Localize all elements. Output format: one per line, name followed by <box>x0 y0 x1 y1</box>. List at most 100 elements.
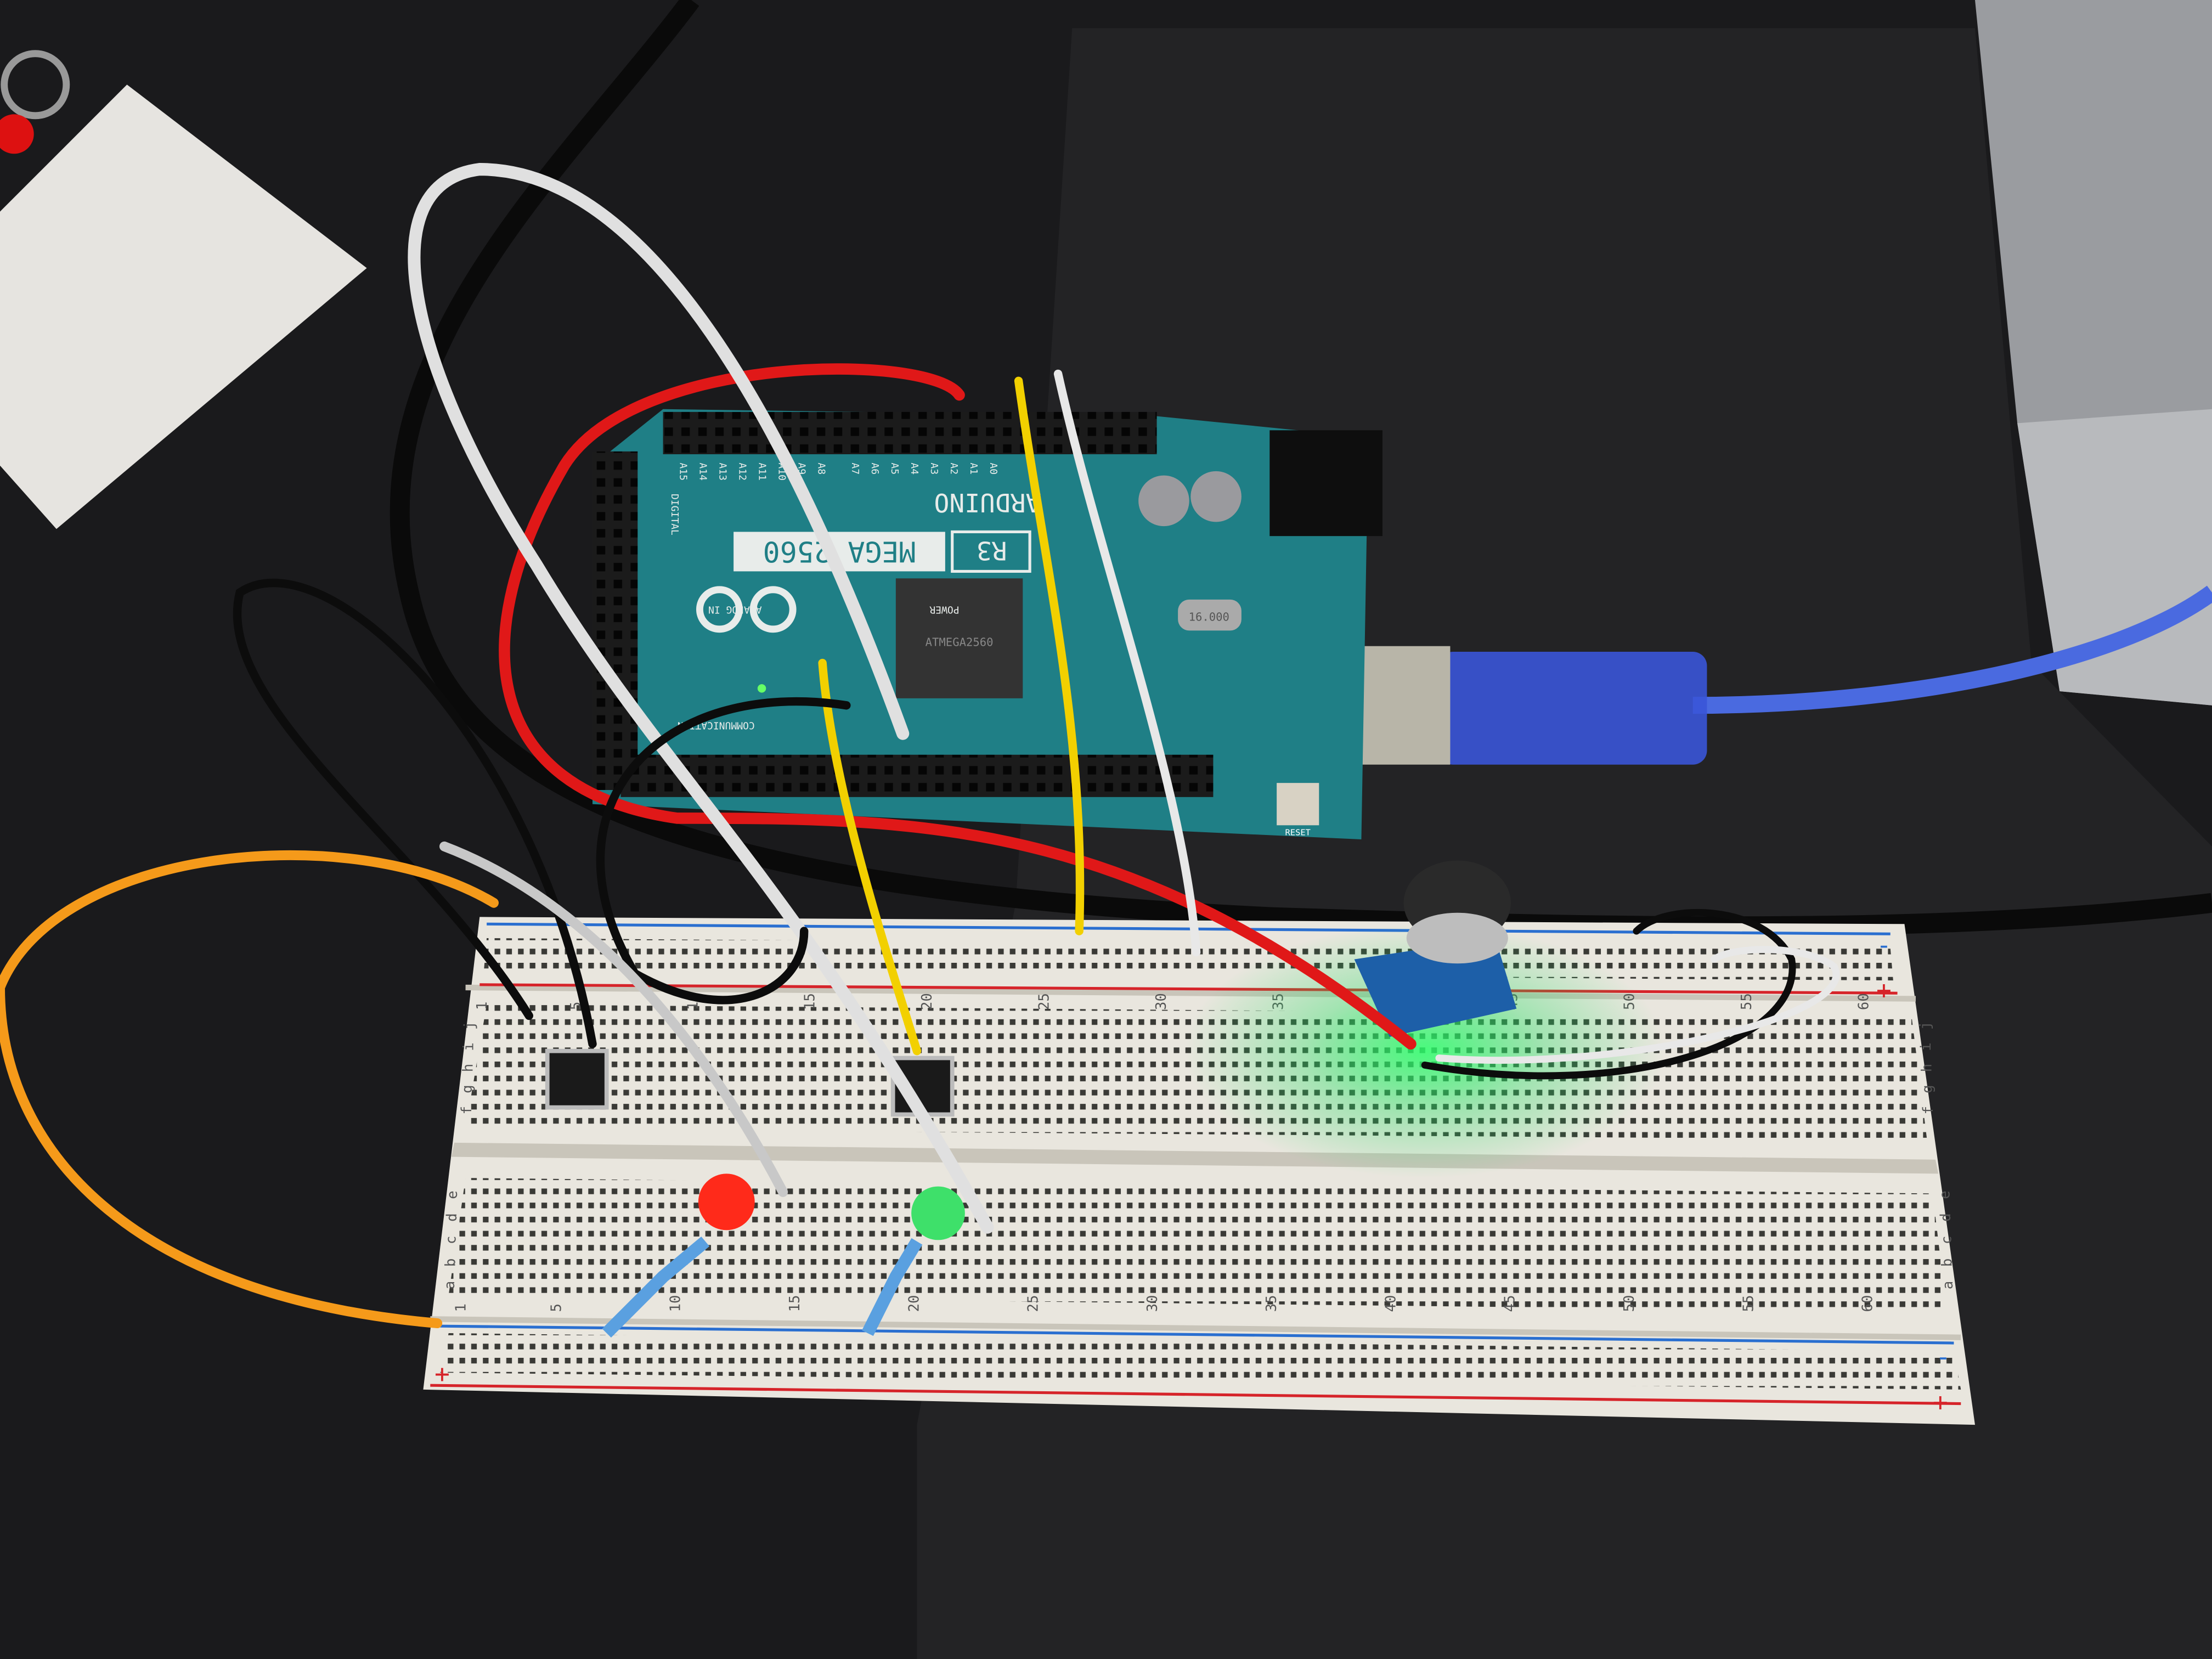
column-number: 5 <box>548 1304 565 1312</box>
rail-minus-bottom: - <box>1936 1342 1951 1372</box>
rail-divider <box>430 1316 1961 1340</box>
led-green <box>911 1186 965 1240</box>
analog-pin-label: A6 <box>869 462 881 475</box>
rail-plus-bottom-right: + <box>1933 1387 1948 1417</box>
red-tag <box>0 114 34 154</box>
column-number: 1 <box>453 1304 470 1312</box>
push-button-left[interactable] <box>545 1048 609 1110</box>
mcu-chip <box>895 578 1023 698</box>
row-letter: j <box>461 1022 478 1030</box>
row-letter: g <box>459 1085 476 1093</box>
rail-plus-bottom: + <box>435 1359 450 1389</box>
column-number: 25 <box>1036 993 1053 1010</box>
row-letter: g <box>1920 1085 1936 1093</box>
reset-button[interactable] <box>1277 783 1319 826</box>
capacitor <box>1190 471 1242 522</box>
rail-divider <box>465 984 1916 1002</box>
row-letter: i <box>461 1042 477 1051</box>
wire-white-sensor <box>1435 946 1840 1064</box>
column-number: 45 <box>1502 1295 1519 1312</box>
revision-label: R3 <box>977 535 1007 565</box>
row-letter: h <box>460 1064 476 1072</box>
column-number: 55 <box>1739 993 1755 1010</box>
digital-label: DIGITAL <box>669 494 680 535</box>
analog-pin-label: A14 <box>697 462 708 481</box>
row-letter: c <box>443 1236 460 1244</box>
analog-pin-label: A13 <box>716 462 728 481</box>
rev-label-bg <box>951 530 1031 573</box>
analog-pin-label: A11 <box>756 462 768 481</box>
capacitor <box>1138 475 1189 527</box>
row-letter: e <box>1937 1190 1954 1199</box>
arduino-logo <box>696 586 797 633</box>
rail-minus-top: - <box>1876 930 1892 960</box>
wire-black-sensor <box>1421 909 1796 1080</box>
rail-plus-top: + <box>1876 975 1892 1005</box>
row-letter: e <box>444 1190 461 1199</box>
column-number: 15 <box>787 1295 803 1312</box>
rail-line-red-bottom <box>430 1384 1961 1406</box>
power-led <box>757 684 766 693</box>
analog-pin-label: A2 <box>948 462 960 475</box>
chip-label: ATMEGA2560 <box>926 636 994 649</box>
resistor-left <box>602 1236 710 1338</box>
column-number: 10 <box>668 1295 684 1312</box>
reset-label: RESET <box>1285 827 1311 837</box>
power-jack <box>1269 430 1383 537</box>
wire-yellow-short <box>818 658 922 1056</box>
header-left <box>592 451 638 790</box>
crystal <box>1178 599 1242 631</box>
wire-white-power <box>1053 369 1201 957</box>
column-number: 20 <box>906 1295 922 1312</box>
row-letter: f <box>459 1106 475 1114</box>
rail-line-red-top <box>479 983 1898 995</box>
rail-line-blue-bottom <box>440 1324 1954 1345</box>
analog-pin-label: A7 <box>849 462 861 475</box>
row-letter: h <box>1918 1064 1935 1072</box>
sound-sensor-module <box>1354 860 1517 1037</box>
column-number: 20 <box>919 993 935 1010</box>
column-number: 60 <box>1860 1295 1876 1312</box>
led-red <box>698 1173 755 1231</box>
wire-yellow-long <box>1014 376 1085 935</box>
column-number: 50 <box>1621 1295 1638 1312</box>
rail-line-blue-top <box>487 922 1891 935</box>
hole-grid-lower <box>448 1178 1947 1312</box>
wire-white-loop <box>408 162 994 1234</box>
analog-pin-label: A5 <box>889 462 900 475</box>
analog-pin-label: A8 <box>815 462 827 475</box>
row-letter: d <box>444 1213 460 1221</box>
row-letter: c <box>1938 1236 1955 1244</box>
column-number: 1 <box>474 1002 490 1010</box>
row-letter: a <box>442 1281 458 1289</box>
row-letter: d <box>1938 1213 1954 1221</box>
column-number: 55 <box>1740 1295 1757 1312</box>
row-letter: b <box>1939 1259 1956 1267</box>
row-letter: a <box>1940 1281 1956 1289</box>
microphone-rim <box>1406 912 1508 964</box>
column-number: 30 <box>1153 993 1170 1010</box>
usb-cable <box>1692 585 2212 714</box>
hole-grid-bottom-rail <box>440 1333 1961 1390</box>
analog-pin-label: A12 <box>736 462 748 481</box>
column-number: 60 <box>1856 993 1872 1010</box>
arduino-board: ATMEGA2560 16.000 RESET MEGA 2560 R3 ARD… <box>592 409 1383 839</box>
wire-gray <box>439 841 788 1197</box>
row-letter: j <box>1917 1022 1934 1030</box>
keyring <box>1 50 70 120</box>
sensor-glow <box>1185 924 1665 1178</box>
column-number: 30 <box>1144 1295 1161 1312</box>
column-number: 40 <box>1383 1295 1399 1312</box>
resistor-right <box>862 1238 923 1336</box>
header-bottom <box>620 754 1214 797</box>
wire-black-middle <box>596 697 851 1005</box>
crystal-label: 16.000 <box>1189 610 1229 623</box>
column-number: 35 <box>1263 1295 1280 1312</box>
analog-pin-label: A0 <box>988 462 999 475</box>
usb-plug <box>1438 652 1707 765</box>
analog-pin-label: A15 <box>677 462 689 481</box>
wire-black-left <box>233 578 597 1048</box>
brand-label: ARDUINO <box>934 488 1041 517</box>
